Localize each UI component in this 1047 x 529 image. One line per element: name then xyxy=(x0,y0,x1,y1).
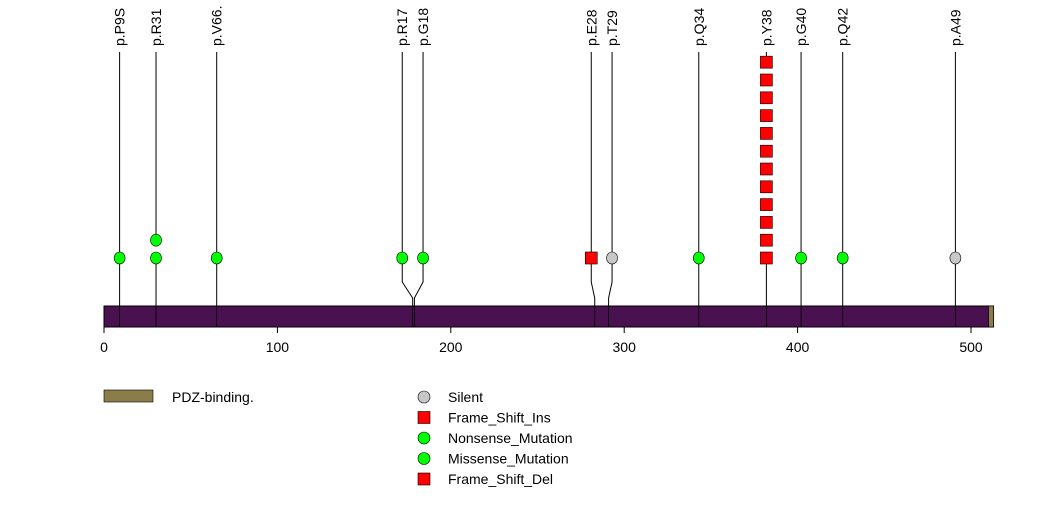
x-tick-label: 100 xyxy=(266,339,290,355)
mutation-marker-square xyxy=(760,91,773,105)
mutation-label: p.T29 xyxy=(604,10,620,46)
mutation-marker-square xyxy=(760,198,773,211)
legend-circle-icon xyxy=(417,431,431,445)
domain-pdzbinding xyxy=(988,305,994,328)
mutation-label: p.G40 xyxy=(793,8,809,46)
mutation-marker-square xyxy=(760,162,773,176)
mutation-marker-square xyxy=(760,55,773,69)
mutation-marker-square xyxy=(584,251,598,265)
x-tick-label: 500 xyxy=(959,339,983,355)
mutation-marker-circle xyxy=(396,251,409,265)
legend-label: Silent xyxy=(448,389,483,405)
mutation-marker-square xyxy=(760,216,773,229)
mutation-marker-circle xyxy=(210,251,223,265)
mutation-marker-square xyxy=(760,109,773,122)
mutation-label: p.G18 xyxy=(415,8,431,46)
mutation-label: p.R17 xyxy=(394,8,410,46)
legend-square-icon xyxy=(417,472,431,486)
mutation-label: p.Y38 xyxy=(758,9,774,46)
mutation-marker-circle xyxy=(949,251,962,265)
legend-label: Missense_Mutation xyxy=(448,451,569,467)
protein-backbone xyxy=(103,305,995,328)
mutation-marker-square xyxy=(760,251,773,265)
mutation-marker-circle xyxy=(606,251,618,265)
legend-domain-label: PDZ-binding. xyxy=(172,389,254,405)
x-tick-label: 0 xyxy=(100,339,108,355)
mutation-marker-square xyxy=(760,127,773,140)
mutation-marker-circle xyxy=(692,251,705,265)
mutation-marker-square xyxy=(760,233,773,247)
legend-circle-icon xyxy=(417,390,431,404)
legend-label: Nonsense_Mutation xyxy=(448,430,573,446)
mutation-marker-square xyxy=(760,180,773,194)
mutation-label: p.R31 xyxy=(148,8,164,46)
legend-domain-swatch xyxy=(103,389,154,403)
mutation-marker-circle xyxy=(417,251,429,265)
mutation-marker-circle xyxy=(836,251,849,265)
legend-circle-icon xyxy=(417,452,431,465)
x-tick-label: 200 xyxy=(439,339,463,355)
legend-label: Frame_Shift_Ins xyxy=(448,410,551,426)
mutation-label: p.P9S xyxy=(112,8,128,46)
mutation-label: p.A49 xyxy=(947,9,963,46)
legend-label: Frame_Shift_Del xyxy=(448,471,553,487)
mutation-marker-circle xyxy=(150,233,162,247)
x-tick-label: 400 xyxy=(786,339,810,355)
legend-square-icon xyxy=(417,411,431,424)
mutation-marker-square xyxy=(760,73,773,87)
mutation-marker-circle xyxy=(113,251,126,265)
mutation-marker-circle xyxy=(795,251,807,265)
mutation-label: p.E28 xyxy=(583,9,599,46)
mutation-label: p.V66. xyxy=(209,6,225,46)
x-tick-label: 300 xyxy=(613,339,637,355)
mutation-label: p.Q34 xyxy=(691,8,707,46)
mutation-marker-circle xyxy=(150,251,162,265)
mutation-marker-square xyxy=(760,144,773,158)
mutation-label: p.Q42 xyxy=(835,8,851,46)
